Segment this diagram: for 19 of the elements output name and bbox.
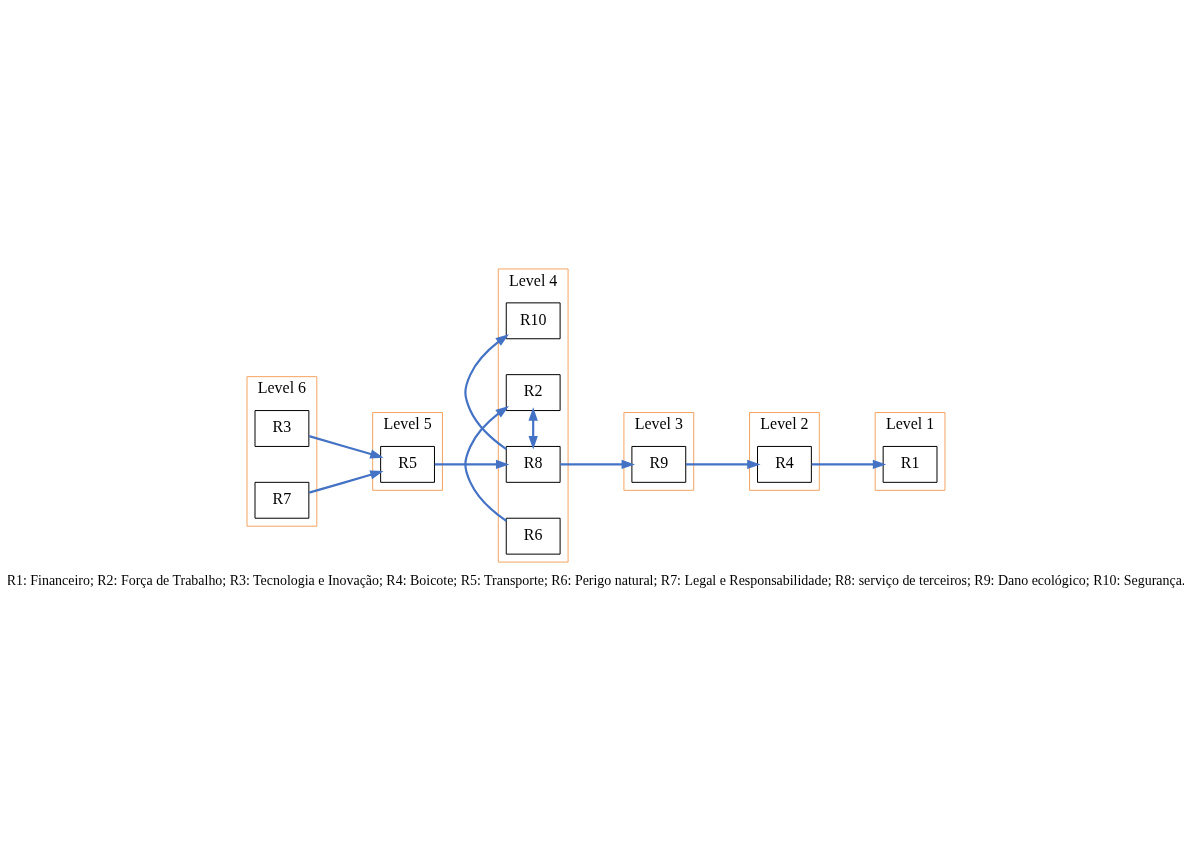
- arrow: [464, 405, 509, 522]
- node-box: R7: [254, 481, 310, 519]
- caption: R1: Financeiro; R2: Força de Trabalho; R3: Tecnologia e Inovação; R4: Boicote; R5: Transporte; R6: Perigo natural; R7: Legal e Responsabilidade; R8: serviço de terceiros; R9: Dano ecológico; R10: Segurança.: [6, 572, 1186, 588]
- arrow: [686, 459, 761, 469]
- arrow: [464, 333, 509, 450]
- node-box: R9: [631, 445, 687, 483]
- arrow: [434, 459, 510, 469]
- node-box: R2: [505, 373, 561, 411]
- node-box: R5: [380, 445, 435, 483]
- arrow: [560, 459, 635, 469]
- arrow: [308, 434, 384, 458]
- arrow: [308, 469, 384, 494]
- arrow: [811, 459, 887, 469]
- node-box: R8: [505, 445, 561, 483]
- node-box: R3: [254, 409, 310, 447]
- node-box: R1: [882, 445, 938, 483]
- node-box: R6: [505, 517, 561, 555]
- node-box: R10: [505, 301, 561, 339]
- node-box: R4: [757, 445, 812, 483]
